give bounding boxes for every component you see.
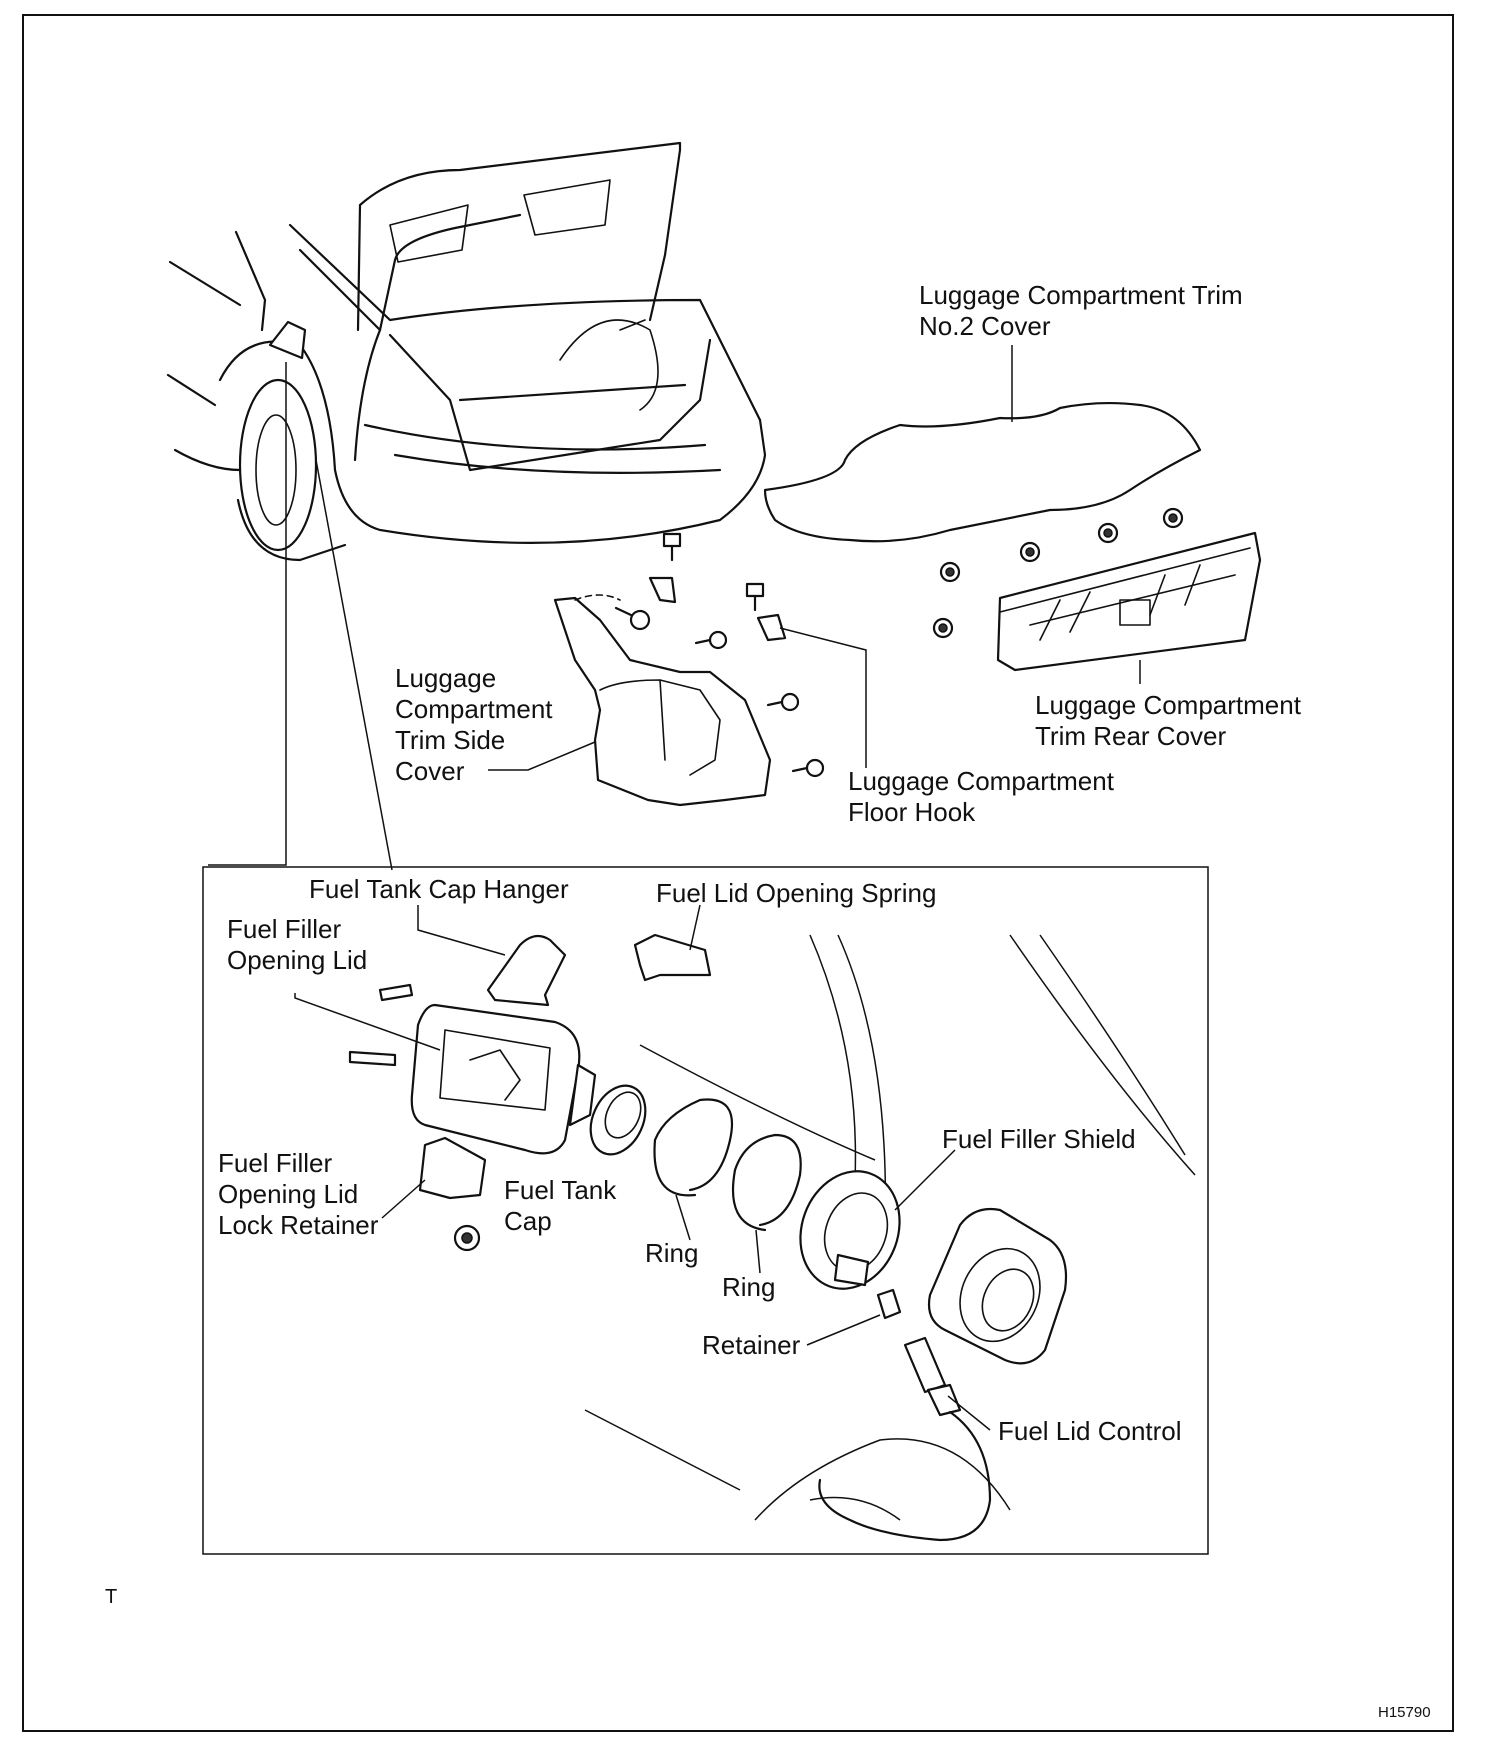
fuel-filler-opening-lid [410, 1003, 597, 1155]
label-ring-1: Ring [645, 1238, 699, 1268]
label-ring-2: Ring [722, 1272, 776, 1302]
lid-pins [348, 983, 414, 1067]
figure-code: H15790 [1378, 1704, 1431, 1721]
label-fuel-tank-cap: Fuel Tank Cap [504, 1175, 617, 1236]
fuel-filler-shield [799, 1170, 901, 1290]
fuel-tank-cap-hanger [486, 934, 567, 1007]
label-fuel-tank-cap-hanger: Fuel Tank Cap Hanger [309, 874, 569, 904]
label-trim-side-cover: Luggage Compartment Trim Side Cover [395, 663, 553, 786]
label-fuel-filler-opening-lid: Fuel Filler Opening Lid [227, 914, 368, 975]
fuel-tank-cap [589, 1084, 647, 1156]
label-lock-retainer: Fuel Filler Opening Lid Lock Retainer [218, 1148, 379, 1240]
label-fuel-filler-shield: Fuel Filler Shield [942, 1124, 1136, 1154]
diagram-frame [22, 14, 1454, 1732]
trim-rear-cover [996, 531, 1262, 672]
label-fuel-lid-opening-spring: Fuel Lid Opening Spring [656, 878, 937, 908]
label-trim-rear-cover: Luggage Compartment Trim Rear Cover [1035, 690, 1301, 751]
trim-no2-cover [763, 402, 1202, 543]
rings [653, 1098, 802, 1232]
label-floor-hook: Luggage Compartment Floor Hook [848, 766, 1114, 827]
lock-retainer [418, 1136, 487, 1252]
label-trim-no2-cover: Luggage Compartment Trim No.2 Cover [919, 280, 1243, 341]
fuel-lid-opening-spring [633, 933, 712, 982]
label-retainer: Retainer [702, 1330, 801, 1360]
fastener-set [614, 532, 825, 778]
inset-frame [202, 866, 1209, 1555]
car-body [166, 141, 767, 562]
trim-side-cover [553, 594, 772, 807]
fuel-lid-control [818, 1336, 992, 1542]
retainer-part [876, 1288, 902, 1320]
label-fuel-lid-control: Fuel Lid Control [998, 1416, 1182, 1446]
filler-pocket [927, 1207, 1068, 1365]
corner-mark: T [105, 1586, 118, 1608]
clip-set [932, 507, 1184, 639]
